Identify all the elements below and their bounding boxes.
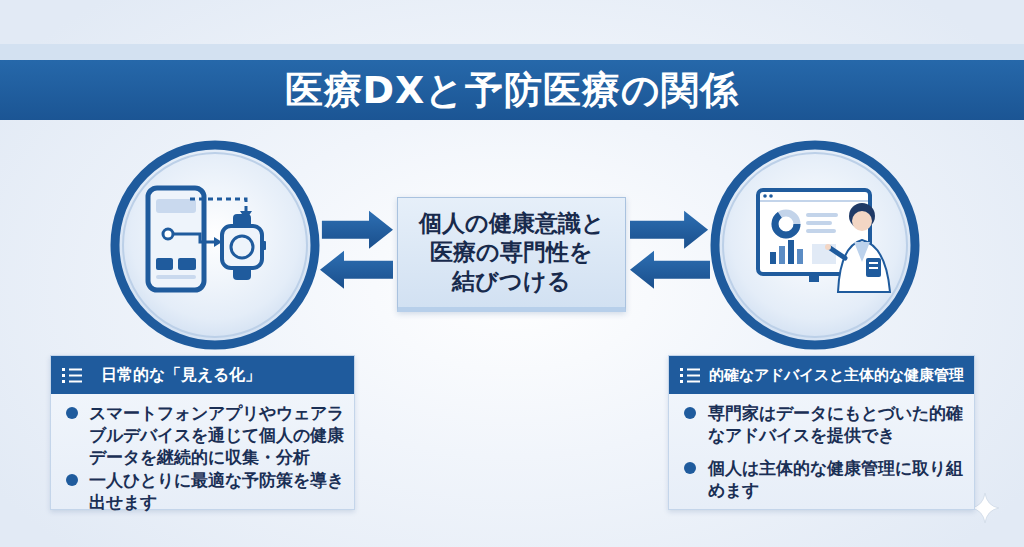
block-arrow (322, 211, 393, 249)
list-icon-line (687, 369, 700, 371)
bullet-text: 一人ひとりに最適な予防策を導き 出せます (89, 469, 351, 513)
top-strip (0, 44, 1024, 60)
list-icon-dot (62, 374, 65, 377)
info-panel: 的確なアドバイスと主体的な健康管理専門家はデータにもとづいた的確 なアドバイスを… (668, 355, 975, 510)
icon-anchor (110, 140, 320, 350)
bullet-dot (66, 407, 78, 419)
list-icon-line (69, 369, 82, 371)
list-icon-line (69, 375, 82, 377)
list-icon-dot (680, 380, 683, 383)
bullet-item: スマートフォンアプリやウェアラ ブルデバイスを通じて個人の健康 データを継続的に… (51, 402, 354, 468)
list-icon-line (69, 381, 82, 383)
bullet-text: 個人は主体的な健康管理に取り組 めます (708, 457, 971, 501)
list-icon-dot (62, 380, 65, 383)
diagram-title: 医療DXと予防医療の関係 (0, 60, 1024, 120)
icon-circle (715, 145, 915, 345)
panel-header: 的確なアドバイスと主体的な健康管理 (669, 356, 974, 394)
bullet-item: 一人ひとりに最適な予防策を導き 出せます (51, 469, 354, 513)
watch-icon (222, 214, 266, 280)
list-icon (679, 367, 701, 383)
doctor-figure (825, 203, 890, 292)
block-arrow (630, 251, 710, 289)
phone-icon (148, 188, 222, 290)
title-band: 医療DXと予防医療の関係 (0, 60, 1024, 120)
info-column: 日常的な「見える化」スマートフォンアプリやウェアラ ブルデバイスを通じて個人の健… (45, 135, 363, 515)
list-icon-line (687, 381, 700, 383)
panel-body: スマートフォンアプリやウェアラ ブルデバイスを通じて個人の健康 データを継続的に… (51, 394, 354, 513)
panel-heading: 日常的な「見える化」 (101, 356, 261, 394)
bullet-item: 専門家はデータにもとづいた的確 なアドバイスを提供でき (669, 402, 974, 446)
bullet-item: 個人は主体的な健康管理に取り組 めます (669, 457, 974, 501)
process-box: 個人の健康意識と 医療の専門性を 結びつける (397, 197, 626, 312)
box-text: 個人の健康意識と 医療の専門性を 結びつける (404, 209, 619, 296)
list-icon-line (687, 375, 700, 377)
list-icon-dot (680, 368, 683, 371)
icon-anchor (710, 140, 920, 350)
dashed-link (190, 199, 246, 212)
bullet-dot (684, 462, 696, 474)
sparkle-mark (971, 493, 999, 523)
info-column: 的確なアドバイスと主体的な健康管理専門家はデータにもとづいた的確 なアドバイスを… (663, 135, 981, 515)
box-text-stack: 個人の健康意識と 医療の専門性を 結びつける (404, 209, 619, 296)
icon-ring (723, 153, 907, 337)
panel-heading: 的確なアドバイスと主体的な健康管理 (709, 356, 964, 394)
bullet-text: 専門家はデータにもとづいた的確 なアドバイスを提供でき (708, 402, 971, 446)
bullet-dot (66, 474, 78, 486)
icon-ring (123, 153, 307, 337)
list-icon-dot (62, 368, 65, 371)
icon-circle (115, 145, 315, 345)
bullet-dot (684, 407, 696, 419)
list-icon (61, 367, 83, 383)
panel-body: 専門家はデータにもとづいた的確 なアドバイスを提供でき個人は主体的な健康管理に取… (669, 394, 974, 501)
block-arrow (320, 251, 393, 289)
bullet-text: スマートフォンアプリやウェアラ ブルデバイスを通じて個人の健康 データを継続的に… (89, 402, 351, 468)
panel-header: 日常的な「見える化」 (51, 356, 354, 394)
block-arrow (630, 211, 708, 249)
list-icon-dot (680, 374, 683, 377)
info-panel: 日常的な「見える化」スマートフォンアプリやウェアラ ブルデバイスを通じて個人の健… (50, 355, 355, 510)
